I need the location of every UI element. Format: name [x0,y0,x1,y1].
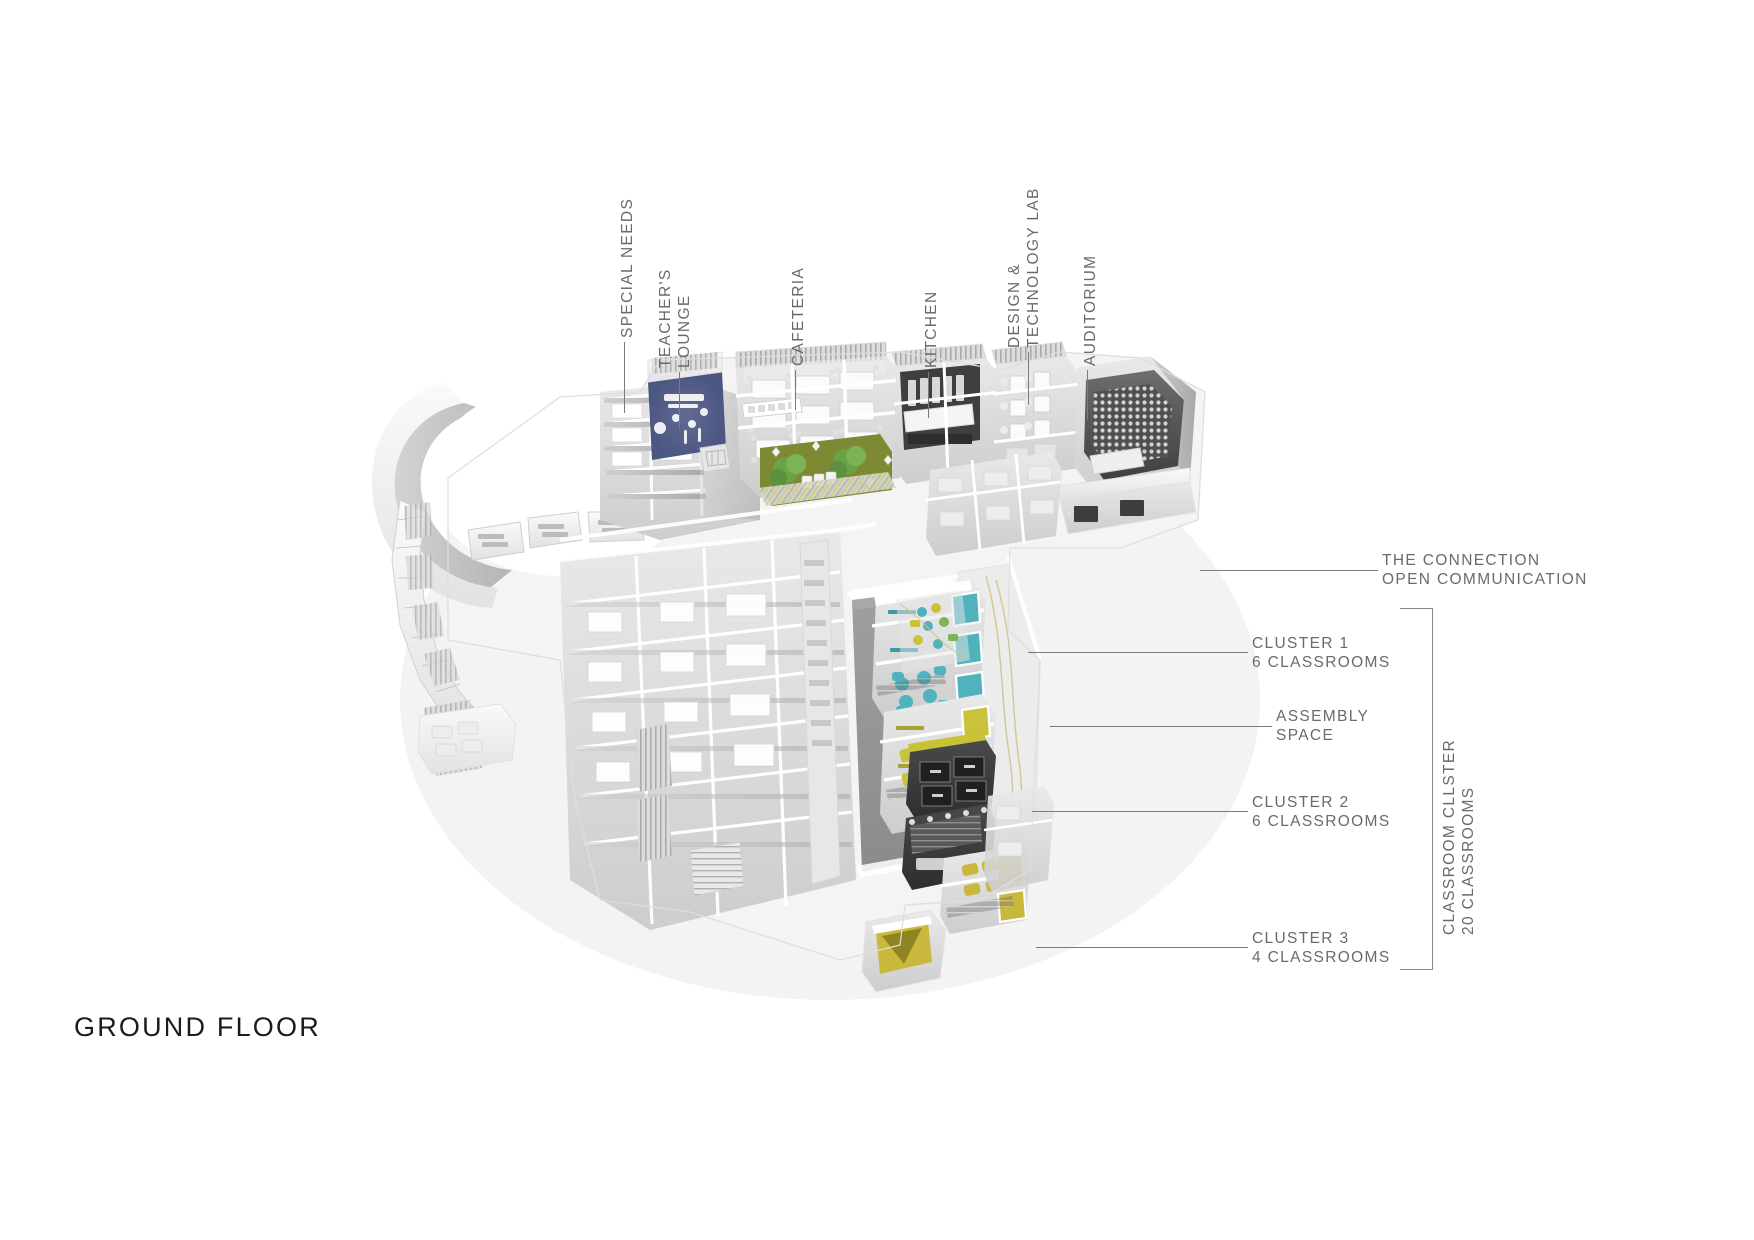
page-title: GROUND FLOOR [74,1012,321,1042]
label-cluster-3-line1: CLUSTER 3 [1252,930,1350,947]
cafeteria-block [735,341,901,498]
leader-assembly-space [1050,726,1272,727]
entry-seat-pods [467,511,645,561]
lower-left-wing [560,530,856,930]
cluster2-yellow-pods [960,704,996,822]
upper-right-small-rooms [925,452,1062,556]
label-cluster-1-line1: CLUSTER 1 [1252,635,1350,652]
entry-pavilion-yellow [861,909,947,993]
the-connection-strip [1059,467,1197,535]
left-facade-louvres [423,699,673,863]
cluster-3-classrooms [939,846,1030,934]
auditorium-seating [1092,384,1172,468]
label-cluster-3-line2: 4 CLASSROOMS [1252,949,1391,966]
design-technology-lab-block [991,341,1081,480]
label-assembly-space-line2: SPACE [1276,727,1335,744]
cluster-2-classrooms [879,694,996,834]
building-base-slab [447,351,1206,961]
leader-teachers-lounge [679,372,680,430]
leader-cluster-2 [1032,811,1248,812]
assembly-space [896,590,970,674]
leader-auditorium [1087,370,1088,420]
label-cluster-2-line1: CLUSTER 2 [1252,794,1350,811]
label-kitchen: KITCHEN [923,290,940,368]
bracket-label-line2: 20 CLASSROOMS [1460,786,1477,935]
label-cluster-2-line2: 6 CLASSROOMS [1252,813,1391,830]
bracket-shape [1400,608,1433,970]
leader-cafeteria [795,370,796,410]
lower-right-rooms [983,786,1054,892]
label-the-connection-line2: OPEN COMMUNICATION [1382,571,1588,588]
cafeteria-tables [747,365,883,463]
label-special-needs: SPECIAL NEEDS [619,197,636,338]
central-courtyard [846,578,960,878]
bracket-label-line1: CLASSROOM CLLSTER [1441,738,1458,935]
leader-kitchen [928,372,929,418]
leader-cluster-3 [1036,947,1248,948]
cluster3-yellow-pods [994,850,1028,924]
dark-service-block [906,732,996,820]
detached-pavilion [417,703,517,775]
building-outline [447,351,1206,961]
curved-seating-terrace [391,499,485,741]
leader-design-technology-lab [1028,352,1029,405]
label-teachers-lounge: TEACHER'S LOUNGE [657,268,693,368]
curved-entry-drum [371,376,698,608]
foliage [769,446,866,487]
cluster-1-classrooms [871,580,986,718]
label-cafeteria: CAFETERIA [790,266,807,366]
label-the-connection-line1: THE CONNECTION [1382,552,1541,569]
teachers-lounge-room [647,351,731,473]
assembly-furniture [910,603,958,649]
cluster1-furniture [892,666,950,715]
label-cluster-1-line2: 6 CLASSROOMS [1252,654,1391,671]
cluster2-furniture [899,740,949,787]
auditorium-block [1074,356,1196,500]
label-assembly-space-line1: ASSEMBLY [1276,708,1370,725]
kitchen-block [891,343,1001,484]
label-auditorium: AUDITORIUM [1082,254,1099,366]
leader-the-connection-elbow [1200,570,1330,571]
right-spine-corridor [957,563,1041,901]
label-design-technology-lab: DESIGN & TECHNOLOGY LAB [1006,187,1042,348]
model-ground-shadow [400,400,1260,1000]
cluster3-furniture [961,859,1003,896]
garden-terrace [758,434,896,506]
slab-edge-highlights [446,395,1042,661]
leader-special-needs [624,342,625,413]
leader-cluster-1 [1028,652,1248,653]
cluster1-teal-pods [950,590,986,708]
leader-the-connection [1330,570,1378,571]
black-box-room [902,804,996,890]
